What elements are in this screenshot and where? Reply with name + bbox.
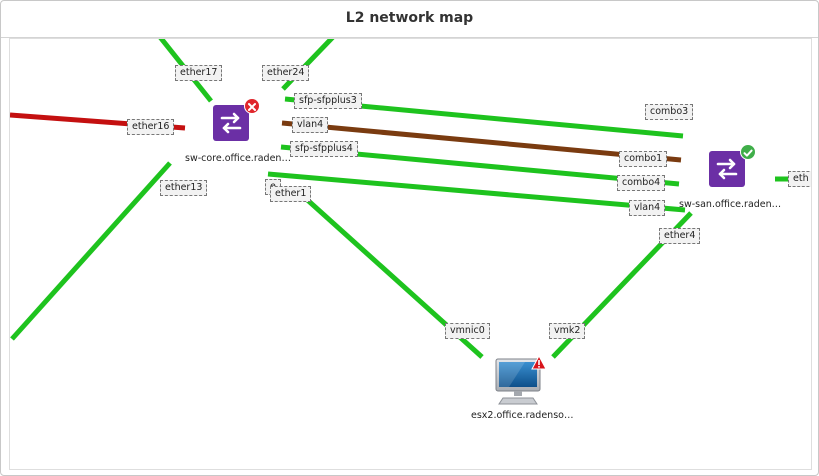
panel-title: L2 network map [1, 1, 818, 38]
link-ether24[interactable] [281, 39, 335, 91]
error-status-icon [244, 98, 260, 114]
node-esx2[interactable] [495, 355, 551, 408]
monitor-icon [495, 358, 541, 405]
port-label-ether4[interactable]: ether4 [659, 228, 701, 244]
port-label-combo1[interactable]: combo1 [619, 151, 668, 167]
port-label-combo3[interactable]: combo3 [645, 104, 694, 120]
ok-status-icon [740, 144, 756, 160]
link-vlan4-combo1[interactable] [281, 120, 682, 163]
node-label-sw-core: sw-core.office.raden… [185, 153, 291, 164]
switch-icon [709, 151, 745, 187]
port-label-vlan4-core[interactable]: vlan4 [292, 117, 329, 133]
map-canvas[interactable]: ether17 ether24 ether16 sfp-sfpplus3 vla… [9, 38, 812, 470]
node-sw-core[interactable] [213, 98, 263, 153]
link-ether13[interactable] [10, 161, 172, 341]
port-label-ether13[interactable]: ether13 [160, 180, 208, 196]
port-label-ether24[interactable]: ether24 [262, 65, 310, 81]
switch-icon [213, 105, 249, 141]
port-label-ether1[interactable]: ether1 [270, 186, 312, 202]
node-label-sw-san: sw-san.office.raden… [679, 199, 782, 210]
port-label-vmk2[interactable]: vmk2 [549, 323, 586, 339]
node-label-esx2: esx2.office.radenso… [471, 410, 574, 421]
port-label-vmnic0[interactable]: vmnic0 [445, 323, 490, 339]
node-sw-san[interactable] [709, 144, 759, 199]
port-label-vlan4-san[interactable]: vlan4 [629, 200, 666, 216]
port-label-sfp-sfpplus4[interactable]: sfp-sfpplus4 [290, 141, 358, 157]
port-label-combo4[interactable]: combo4 [617, 175, 666, 191]
link-core-vlan4-san[interactable] [267, 171, 686, 213]
port-label-ether16[interactable]: ether16 [127, 119, 175, 135]
port-label-sfp-sfpplus3[interactable]: sfp-sfpplus3 [294, 93, 362, 109]
port-label-eth-edge[interactable]: eth [788, 171, 811, 187]
warning-status-icon [531, 355, 547, 370]
port-label-ether17[interactable]: ether17 [175, 65, 223, 81]
